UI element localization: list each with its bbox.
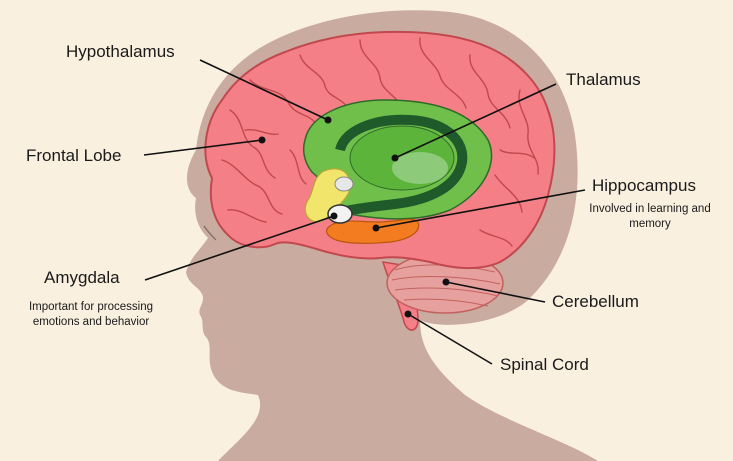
label-frontal-lobe: Frontal Lobe [26,146,121,166]
label-amygdala: Amygdala [44,268,120,288]
label-hypothalamus: Hypothalamus [66,42,175,62]
label-cerebellum: Cerebellum [552,292,639,312]
thalamus-highlight [392,152,448,184]
note-amygdala: Important for processing emotions and be… [6,300,176,330]
hypothalamus-bulb [335,177,353,191]
note-hippocampus: Involved in learning and memory [588,202,712,232]
label-thalamus: Thalamus [566,70,641,90]
label-spinal-cord: Spinal Cord [500,355,589,375]
label-hippocampus: Hippocampus [592,176,696,196]
